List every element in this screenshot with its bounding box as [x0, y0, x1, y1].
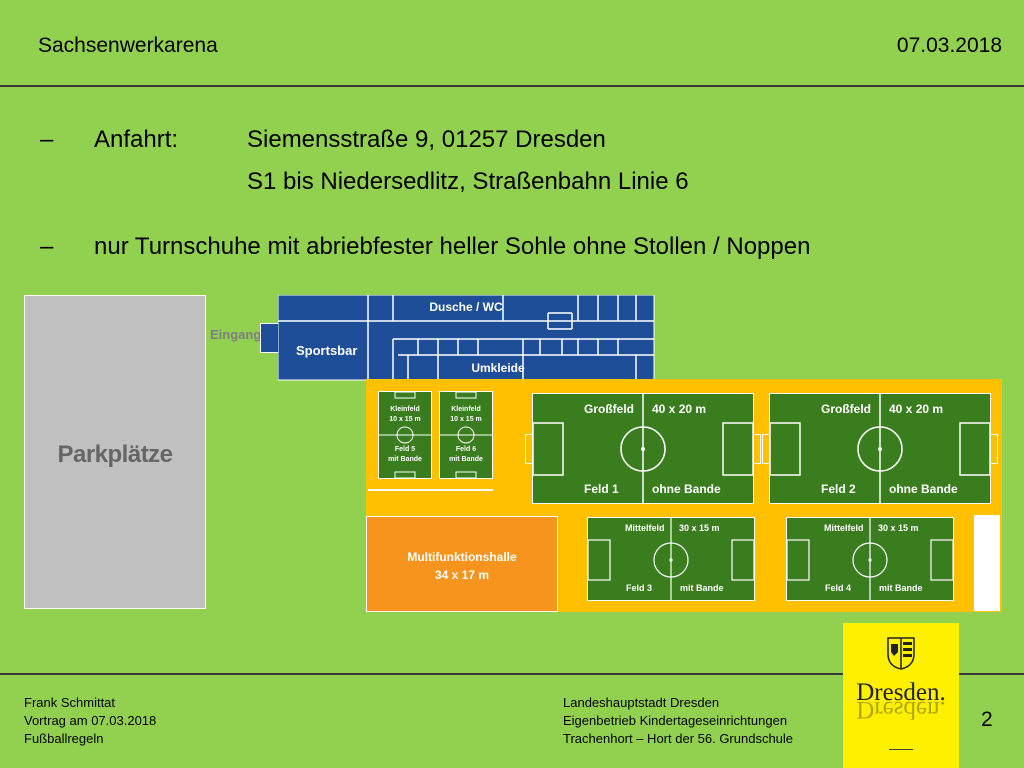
large-field-1: [532, 393, 754, 504]
pitch-markings: [588, 518, 754, 600]
mid-field-3-name: Mittelfeld: [625, 523, 665, 533]
mid-field-3-size: 30 x 15 m: [679, 523, 720, 533]
dresden-logo: Dresden. Dresden.: [843, 623, 959, 768]
hall-gap: [974, 515, 1000, 611]
pitch-markings: [787, 518, 953, 600]
pitch-markings: [533, 394, 753, 503]
header-divider: [0, 85, 1024, 87]
logo-wordmark: Dresden.: [856, 679, 946, 706]
large-field-2-board: ohne Bande: [889, 482, 958, 496]
footer-organization: Landeshauptstadt Dresden Eigenbetrieb Ki…: [563, 695, 794, 746]
small-field-5: [378, 391, 432, 479]
pitch-markings: [379, 392, 431, 478]
slide-date: 07.03.2018: [896, 34, 1002, 57]
multifunction-hall: [366, 516, 558, 612]
parking-area: [24, 295, 206, 609]
anfahrt-label: Anfahrt:: [94, 126, 179, 153]
coat-of-arms-icon: [887, 637, 915, 670]
parking-label: Parkplätze: [57, 441, 173, 468]
shower-label: Dusche / WC: [429, 300, 503, 314]
entrance-stub: [260, 323, 280, 353]
large-field-2-number: Feld 2: [821, 482, 856, 496]
mid-field-4-board: mit Bande: [879, 583, 923, 593]
large-field-1-name: Großfeld: [584, 402, 634, 416]
goal-icon: [990, 434, 998, 464]
hall-divider: [368, 489, 493, 491]
bullet-dash: –: [40, 233, 54, 260]
large-field-1-board: ohne Bande: [652, 482, 721, 496]
large-field-2-size: 40 x 20 m: [889, 402, 944, 416]
building-plan: [278, 295, 655, 381]
transit-line: S1 bis Niedersedlitz, Straßenbahn Linie …: [247, 168, 689, 195]
footer-divider: [0, 673, 1024, 675]
logo-wordmark-reflection: Dresden.: [856, 696, 946, 723]
footer-author: Frank Schmittat Vortrag am 07.03.2018 Fu…: [24, 695, 157, 746]
large-field-2: [769, 393, 991, 504]
goal-icon: [753, 434, 761, 464]
mid-field-4-name: Mittelfeld: [824, 523, 864, 533]
mid-field-4-number: Feld 4: [825, 583, 852, 593]
large-field-2-name: Großfeld: [821, 402, 871, 416]
bullet-dash: –: [40, 126, 54, 153]
pitch-markings: [770, 394, 990, 503]
mid-field-4-size: 30 x 15 m: [878, 523, 919, 533]
mid-field-3-board: mit Bande: [680, 583, 724, 593]
slide-title: Sachsenwerkarena: [38, 34, 218, 57]
mid-field-4: [786, 517, 954, 601]
mid-field-3-number: Feld 3: [626, 583, 653, 593]
address-line: Siemensstraße 9, 01257 Dresden: [247, 126, 606, 153]
sportsbar-label: Sportsbar: [296, 343, 358, 358]
logo-underline: [889, 749, 913, 750]
goal-icon: [525, 434, 533, 464]
small-field-6: [439, 391, 493, 479]
entrance-label: Eingang: [210, 327, 262, 342]
large-field-1-number: Feld 1: [584, 482, 619, 496]
mid-field-3: [587, 517, 755, 601]
goal-icon: [762, 434, 770, 464]
changing-room-label: Umkleide: [471, 361, 525, 375]
large-field-1-size: 40 x 20 m: [652, 402, 707, 416]
pitch-markings: [440, 392, 492, 478]
shoe-rule-text: nur Turnschuhe mit abriebfester heller S…: [94, 233, 811, 260]
page-number: 2: [981, 708, 993, 731]
